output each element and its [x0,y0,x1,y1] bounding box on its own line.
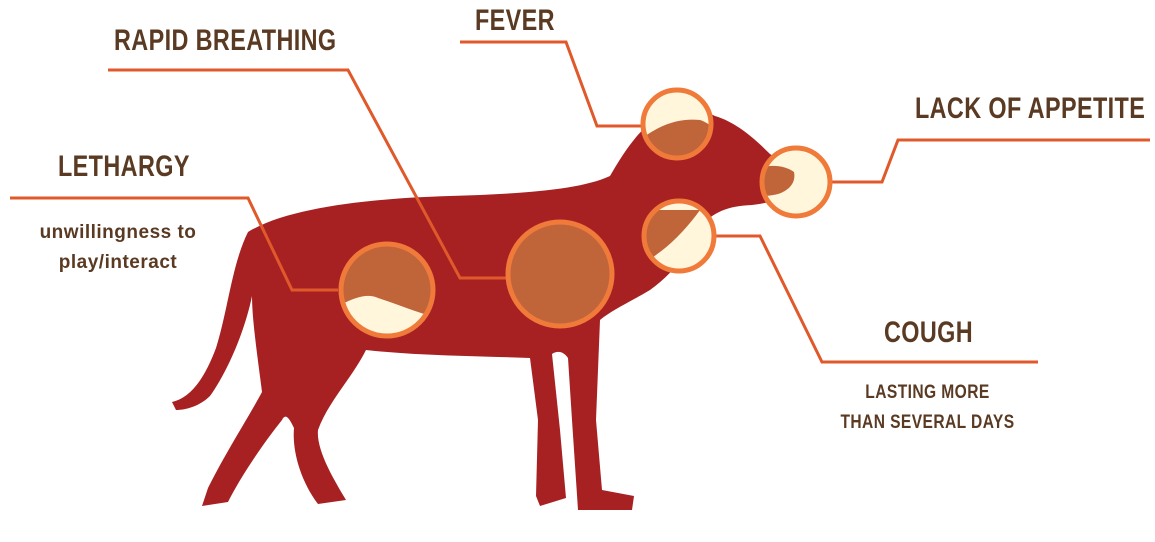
cough-note: LASTING MORE THAN SEVERAL DAYS [823,378,1032,438]
cough-note-line-2: THAN SEVERAL DAYS [823,408,1032,438]
label-lack-of-appetite: LACK OF APPETITE [915,92,1145,126]
lethargy-note: unwillingness to play/interact [0,218,236,278]
dog-silhouette [172,110,793,510]
lethargy-note-line-2: play/interact [0,248,236,278]
cough-note-line-1: LASTING MORE [823,378,1032,408]
lethargy-note-line-1: unwillingness to [0,218,236,248]
callout-line-fever [460,42,643,126]
lack-of-appetite-circle [760,148,830,216]
rapid-breathing-circle [508,222,612,326]
dog-body [172,110,793,510]
label-rapid-breathing: RAPID BREATHING [114,24,337,58]
cough-circle [644,201,714,271]
label-lethargy: LETHARGY [58,150,190,184]
label-fever: FEVER [475,4,555,38]
label-cough: COUGH [884,316,973,350]
callout-line-cough [716,236,1038,362]
callout-line-lack-of-appetite [832,140,1150,182]
